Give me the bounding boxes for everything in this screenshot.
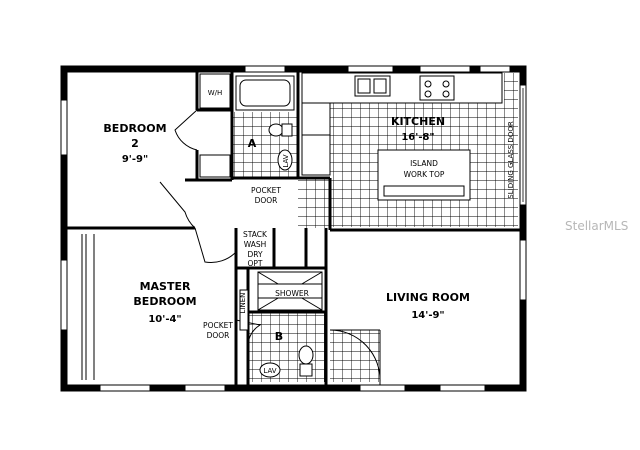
island-label-2: WORK TOP	[404, 170, 445, 179]
bedroom2-number: 2	[131, 137, 139, 150]
closet-doors	[81, 234, 95, 380]
door-swings	[159, 109, 381, 385]
shower-label: SHOWER	[275, 289, 309, 298]
room-labels: BEDROOM 2 9'-9" MASTER BEDROOM 10'-4" KI…	[103, 115, 470, 325]
kitchen-counters	[301, 72, 503, 201]
bedroom2-dim: 9'-9"	[122, 154, 148, 165]
pocket-door-bottom-2: DOOR	[207, 331, 230, 340]
stack-label-1: STACK	[243, 230, 268, 239]
master-name-2: BEDROOM	[133, 295, 196, 308]
living-dim: 14'-9"	[411, 310, 444, 321]
fixture-labels: ISLAND WORK TOP POCKET DOOR POCKET DOOR …	[203, 89, 515, 375]
bedroom2-name: BEDROOM	[103, 122, 166, 135]
pocket-door-top-1: POCKET	[251, 186, 281, 195]
stack-label-4: OPT	[247, 259, 262, 268]
kitchen-dim: 16'-8"	[401, 132, 434, 143]
bath-b-fixtures	[239, 271, 323, 378]
bath-b-label: B	[275, 330, 283, 343]
lav-a-label: LAV	[282, 154, 290, 167]
lav-b-label: LAV	[263, 367, 276, 375]
stack-label-2: WASH	[244, 240, 267, 249]
kitchen-name: KITCHEN	[391, 115, 445, 128]
interior-walls	[66, 72, 520, 385]
bath-a-fixtures	[199, 73, 295, 178]
linen-label: LINEN	[239, 293, 247, 314]
pocket-door-top-2: DOOR	[255, 196, 278, 205]
stack-label-3: DRY	[247, 250, 263, 259]
master-dim: 10'-4"	[148, 314, 181, 325]
living-name: LIVING ROOM	[386, 291, 470, 304]
pocket-door-bottom-1: POCKET	[203, 321, 233, 330]
bath-a-label: A	[248, 137, 257, 150]
watermark: StellarMLS	[565, 219, 628, 233]
island-label-1: ISLAND	[410, 159, 438, 168]
water-heater-label: W/H	[208, 89, 223, 97]
windows	[60, 65, 527, 392]
sliding-door-label: SLIDING GLASS DOOR	[507, 121, 515, 199]
exterior-walls	[60, 65, 527, 392]
master-name-1: MASTER	[140, 280, 191, 293]
